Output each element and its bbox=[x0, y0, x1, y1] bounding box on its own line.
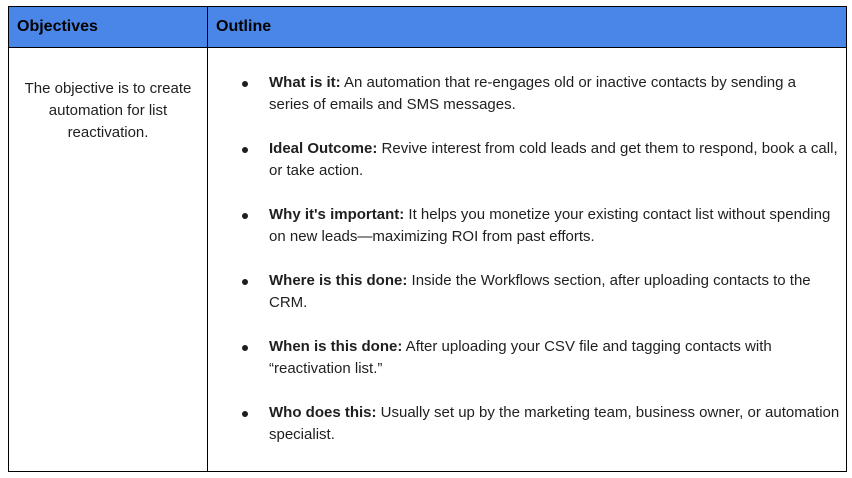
outline-item-text: After uploading your CSV file and taggin… bbox=[269, 338, 772, 377]
outline-item-text: Revive interest from cold leads and get … bbox=[269, 140, 838, 179]
outline-list: What is it: An automation that re-engage… bbox=[216, 72, 840, 446]
outline-item-text: It helps you monetize your existing cont… bbox=[269, 206, 831, 245]
outline-item-label: What is it: bbox=[269, 74, 341, 91]
outline-item-text: An automation that re-engages old or ina… bbox=[269, 74, 796, 113]
bullet-icon bbox=[242, 411, 248, 417]
bullet-icon bbox=[242, 147, 248, 153]
outline-item-why: Why it's important: It helps you monetiz… bbox=[216, 204, 840, 248]
outline-item-label: Ideal Outcome: bbox=[269, 140, 378, 157]
outline-item-label: Why it's important: bbox=[269, 206, 405, 223]
outline-item-label: Where is this done: bbox=[269, 272, 408, 289]
table-header-row: Objectives Outline bbox=[8, 6, 847, 48]
outline-cell: What is it: An automation that re-engage… bbox=[207, 47, 847, 472]
bullet-icon bbox=[242, 279, 248, 285]
outline-header: Outline bbox=[207, 6, 847, 48]
outline-item-label: When is this done: bbox=[269, 338, 403, 355]
objective-cell: The objective is to create automation fo… bbox=[8, 47, 208, 472]
outline-item-text: Usually set up by the marketing team, bu… bbox=[269, 404, 840, 443]
objective-text: The objective is to create automation fo… bbox=[24, 80, 192, 141]
outline-item-text: Inside the Workflows section, after uplo… bbox=[269, 272, 811, 311]
bullet-icon bbox=[242, 345, 248, 351]
bullet-icon bbox=[242, 81, 248, 87]
bullet-icon bbox=[242, 213, 248, 219]
outline-item-outcome: Ideal Outcome: Revive interest from cold… bbox=[216, 138, 840, 182]
table-row: The objective is to create automation fo… bbox=[8, 47, 847, 472]
outline-item-label: Who does this: bbox=[269, 404, 377, 421]
objectives-header: Objectives bbox=[8, 6, 208, 48]
outline-item-what: What is it: An automation that re-engage… bbox=[216, 72, 840, 116]
objectives-outline-table: Objectives Outline The objective is to c… bbox=[8, 6, 847, 472]
outline-item-where: Where is this done: Inside the Workflows… bbox=[216, 270, 840, 314]
outline-item-when: When is this done: After uploading your … bbox=[216, 336, 840, 380]
outline-item-who: Who does this: Usually set up by the mar… bbox=[216, 402, 840, 446]
